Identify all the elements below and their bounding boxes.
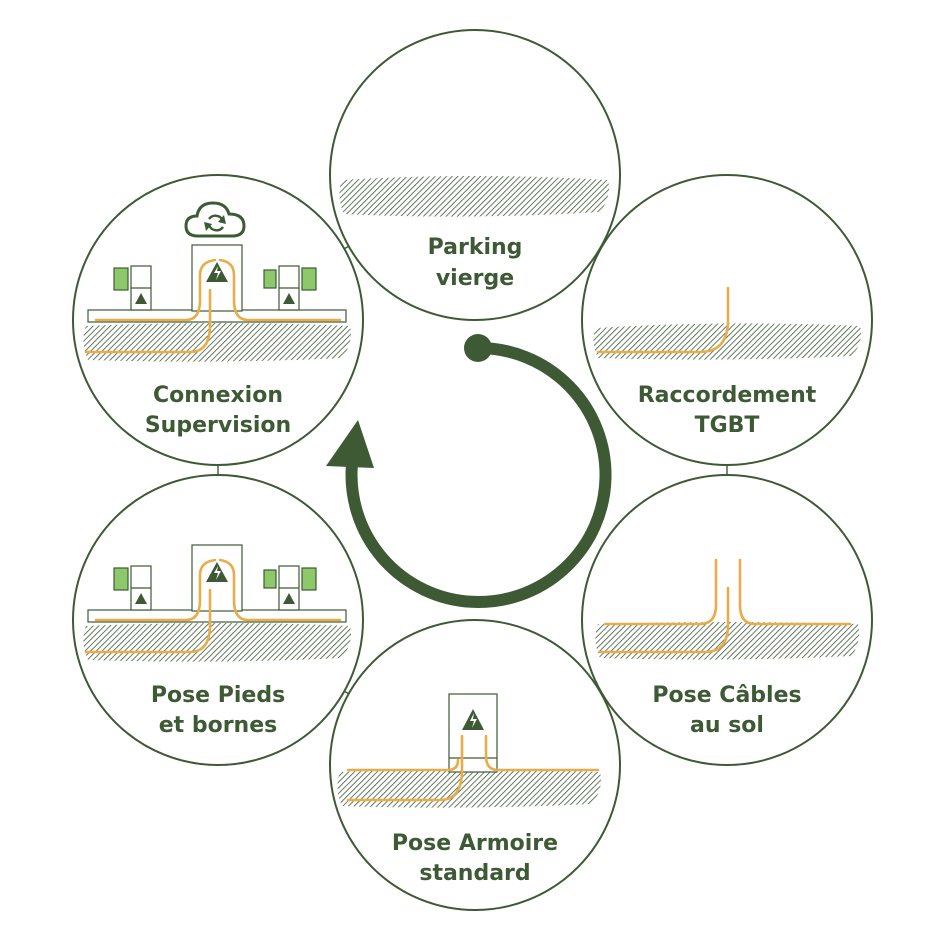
cabinet-box [448, 693, 498, 773]
step-pieds-title-line1: Pose Pieds [151, 683, 285, 708]
cloud-sync-icon [184, 201, 246, 238]
cable-line [94, 558, 217, 622]
ground-hatch [83, 623, 351, 662]
cycle-arrow [326, 334, 612, 608]
ground-hatch [339, 176, 609, 217]
charger-left [113, 265, 152, 311]
cable-line [218, 258, 342, 322]
cable-line [603, 558, 718, 626]
step-pieds: Pose Pieds et bornes [72, 474, 364, 766]
cable-line [346, 758, 460, 772]
step-cables: Pose Câbles au sol [581, 474, 873, 766]
cable-line [598, 586, 730, 654]
warning-bolt-icon [462, 709, 484, 730]
ground-hatch [593, 323, 861, 360]
cable-line [738, 558, 852, 626]
step-parking-title-line1: Parking [428, 235, 523, 260]
cable-line [84, 288, 212, 354]
step-armoire: Pose Armoire standard [329, 619, 621, 911]
cycle-arrow-start-dot [464, 334, 492, 362]
cable-line [484, 734, 600, 772]
step-raccordement: Raccordement TGBT [581, 174, 873, 466]
step-parking-title-line2: vierge [436, 266, 514, 291]
warning-bolt-icon [206, 262, 228, 282]
cable-line [94, 258, 217, 322]
warning-bolt-icon [206, 562, 228, 582]
step-supervision-title-line1: Connexion [153, 383, 283, 408]
step-parking-circle [329, 29, 621, 321]
step-raccordement-title-line2: TGBT [695, 413, 760, 438]
step-supervision: Connexion Supervision [72, 174, 364, 466]
step-raccordement-title-line1: Raccordement [638, 383, 817, 408]
step-cables-title-line2: au sol [690, 713, 764, 738]
step-armoire-title-line2: standard [419, 861, 530, 886]
charger-right [263, 565, 317, 611]
step-cables-title-line1: Pose Câbles [652, 683, 801, 708]
step-parking: Parking vierge [329, 29, 621, 321]
cable-line [596, 286, 730, 354]
cable-line [346, 734, 464, 802]
cable-line [84, 588, 212, 654]
cable-line [218, 558, 342, 622]
ground-hatch [337, 769, 601, 808]
cycle-arrow-head [326, 420, 374, 468]
ground-hatch [83, 323, 351, 362]
ground-hatch [595, 622, 860, 660]
charger-right [263, 265, 317, 311]
step-pieds-title-line2: et bornes [159, 713, 278, 738]
step-supervision-title-line2: Supervision [145, 413, 291, 438]
step-armoire-title-line1: Pose Armoire [392, 831, 558, 856]
charger-left [113, 565, 152, 611]
